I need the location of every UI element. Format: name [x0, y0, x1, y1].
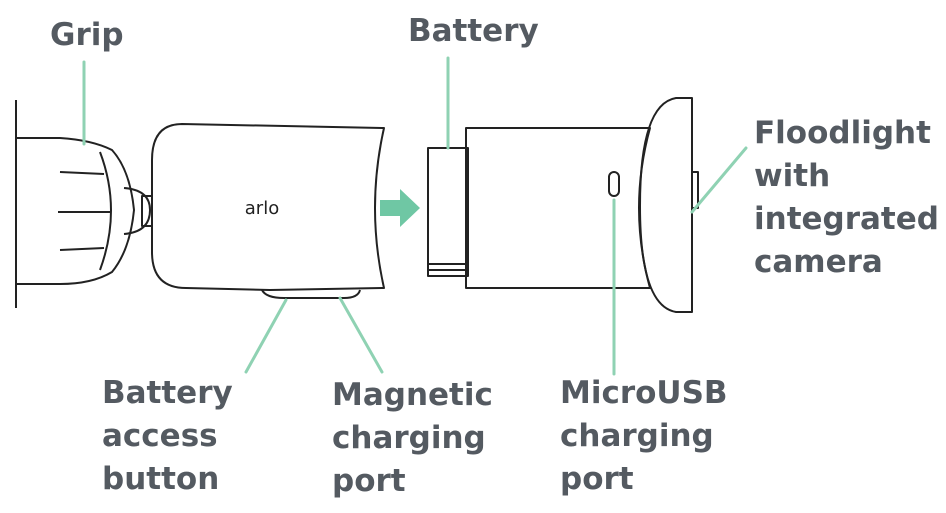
microusb-port: [608, 171, 620, 197]
microusb-label-line-2: charging: [560, 418, 714, 454]
floodlight-label: Floodlight with integrated camera: [754, 112, 939, 284]
battery-access-label-line-3: button: [102, 461, 220, 497]
battery-access-label-line-1: Battery: [102, 375, 233, 411]
magnetic-label-line-1: Magnetic: [332, 377, 493, 413]
microusb-label-line-3: port: [560, 461, 634, 497]
camera-housing: [141, 123, 385, 291]
floodlight-label-line-3: integrated: [754, 201, 939, 237]
magnetic-label-line-3: port: [332, 463, 406, 499]
floodlight-leader: [690, 146, 748, 214]
battery-label: Battery: [408, 13, 539, 49]
battery: [427, 147, 469, 277]
leader-lines: [82, 56, 748, 376]
battery-access-button: [261, 289, 361, 299]
arlo-logo: arlo: [245, 198, 279, 219]
magnetic-leader: [338, 296, 384, 374]
microusb-label: MicroUSB charging port: [560, 372, 728, 501]
floodlight-label-line-2: with: [754, 158, 831, 194]
grip: [16, 137, 151, 285]
battery-access-label: Battery access button: [102, 372, 233, 501]
magnetic-label: Magnetic charging port: [332, 374, 493, 503]
floodlight-label-line-4: camera: [754, 244, 883, 280]
grip-label: Grip: [50, 17, 124, 53]
battery-access-leader: [244, 298, 288, 374]
battery-access-label-line-2: access: [102, 418, 218, 454]
insert-arrow: [380, 189, 420, 227]
microusb-label-line-1: MicroUSB: [560, 375, 728, 411]
floodlight-camera: [639, 97, 699, 313]
front-housing: [465, 127, 651, 289]
floodlight-label-line-1: Floodlight: [754, 115, 931, 151]
magnetic-label-line-2: charging: [332, 420, 486, 456]
